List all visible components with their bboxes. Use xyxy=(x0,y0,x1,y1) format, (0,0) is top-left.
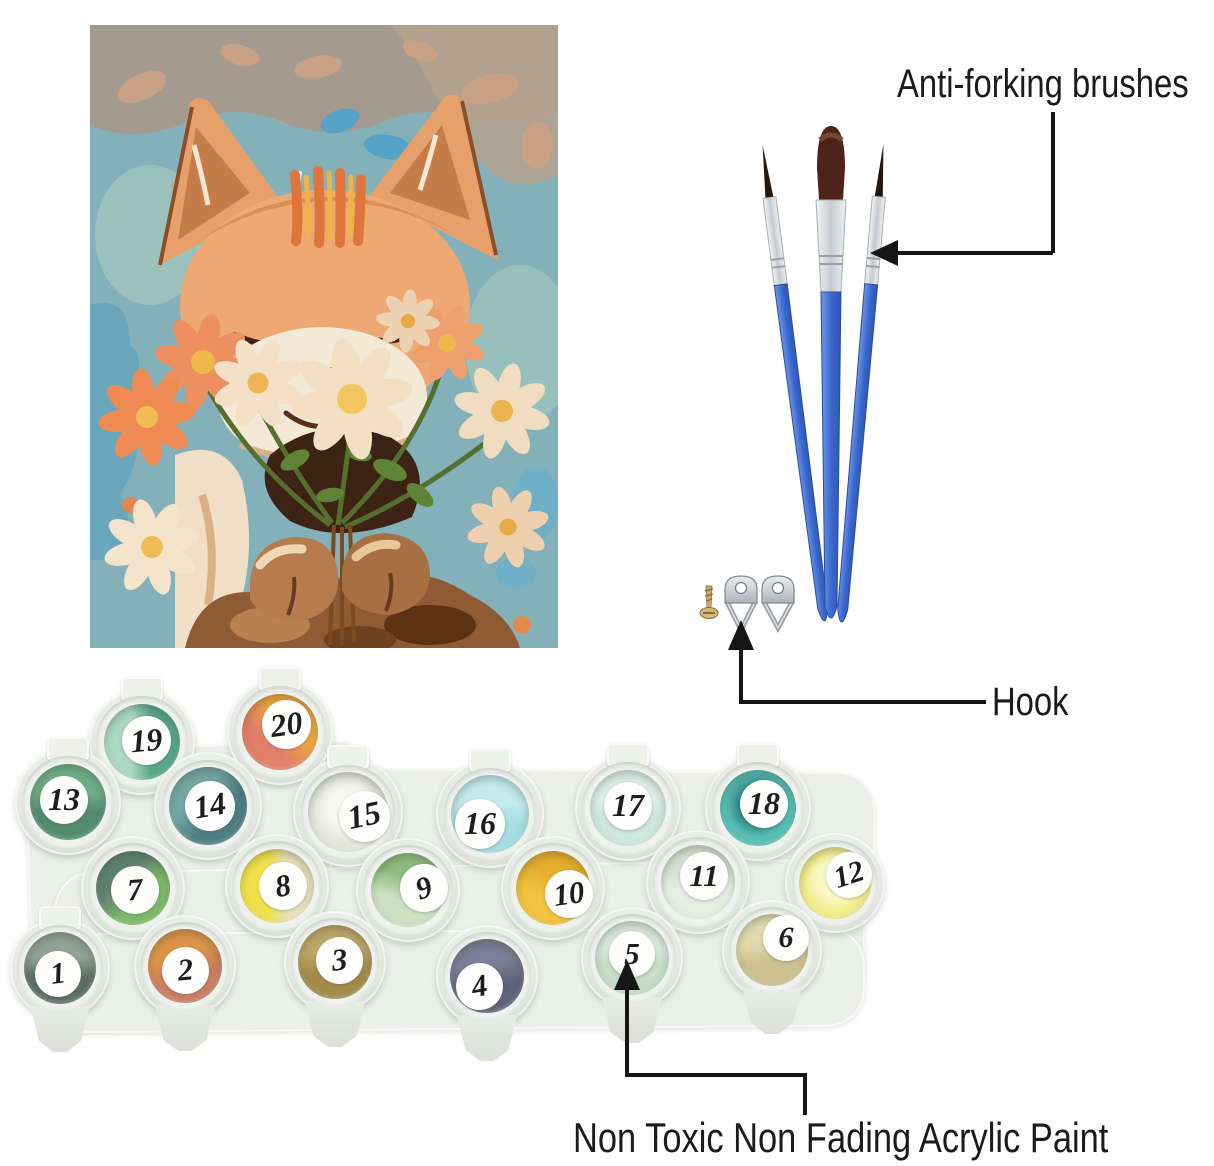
paint-callout-arrowhead xyxy=(614,960,640,990)
paint-pot-5: 5 xyxy=(581,907,683,1043)
hook-callout-arrowhead xyxy=(728,620,754,650)
brushes-callout-line-vertical xyxy=(1051,112,1055,253)
screw xyxy=(699,585,719,619)
pot-cup-base xyxy=(304,1001,366,1047)
hook-callout-line-vertical xyxy=(739,648,743,704)
pot-number-label: 11 xyxy=(680,852,728,900)
d-ring-hook xyxy=(761,575,795,634)
paint-pot-13: 13 xyxy=(15,737,121,855)
paint-pot-15: 15 xyxy=(293,745,403,867)
hook-label: Hook xyxy=(992,680,1069,724)
paint-pot-6: 6 xyxy=(722,900,822,1034)
paint-pot-14: 14 xyxy=(154,752,262,860)
paint-pot-2: 2 xyxy=(134,915,236,1051)
pot-number-label: 17 xyxy=(603,781,653,831)
hook-callout-line-horizontal xyxy=(739,700,986,704)
flat-brush-middle xyxy=(815,126,847,619)
pot-cup-base xyxy=(30,1006,90,1052)
pot-cup-base xyxy=(456,1015,518,1061)
cat-painting xyxy=(90,25,558,648)
paint-pot-11: 11 xyxy=(646,830,750,934)
paint-callout-line-horizontal xyxy=(625,1073,807,1077)
pot-number-label: 6 xyxy=(763,915,809,961)
pot-number-label: 13 xyxy=(39,775,89,825)
pot-number-label: 16 xyxy=(455,799,505,849)
paint-pot-18: 18 xyxy=(705,743,811,861)
round-brush-left xyxy=(762,144,829,622)
cat-painting-art xyxy=(90,25,558,648)
paint-brushes xyxy=(762,126,886,623)
paint-callout-line-vertical-2 xyxy=(803,1073,807,1115)
paint-pot-9: 9 xyxy=(356,838,460,942)
paint-pot-10: 10 xyxy=(501,836,605,940)
paint-pot-16: 16 xyxy=(436,748,544,868)
paint-pot-8: 8 xyxy=(225,834,329,938)
pot-number-label: 18 xyxy=(739,779,789,829)
paint-pot-3: 3 xyxy=(284,911,386,1047)
paint-pot-4: 4 xyxy=(436,925,538,1061)
brushes-label: Anti-forking brushes xyxy=(897,62,1189,106)
paint-label: Non Toxic Non Fading Acrylic Paint xyxy=(573,1114,1109,1161)
paint-pot-12: 12 xyxy=(785,833,885,933)
pot-cup-base xyxy=(601,997,663,1043)
pot-cup-base xyxy=(154,1005,216,1051)
paint-callout-line-vertical xyxy=(625,988,629,1077)
brushes-callout-arrowhead xyxy=(870,240,898,266)
brushes-callout-line-horizontal xyxy=(890,251,1053,255)
paint-pot-1: 1 xyxy=(10,906,110,1052)
